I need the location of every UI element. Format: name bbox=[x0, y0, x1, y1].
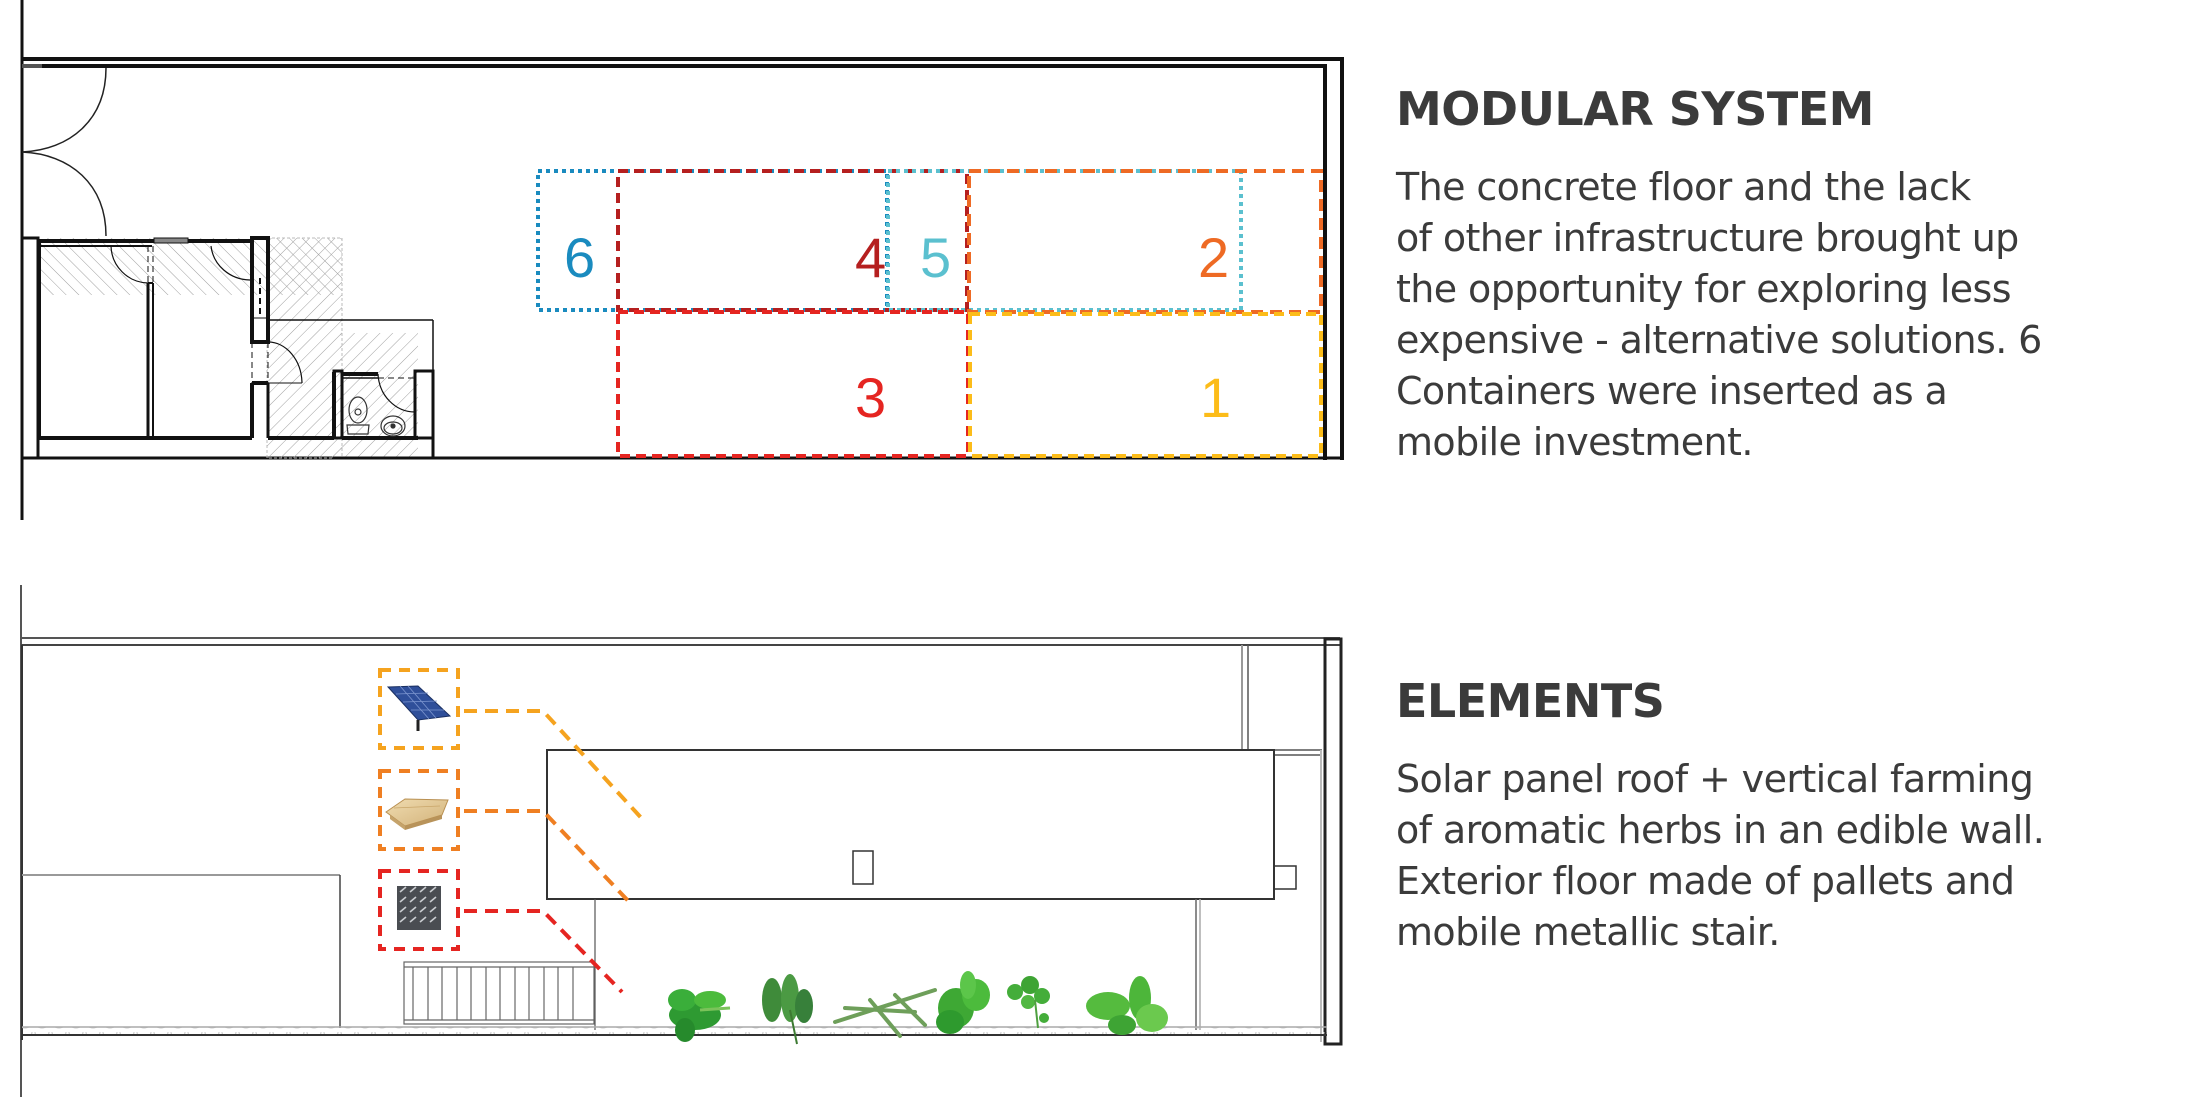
description-line: of other infrastructure brought up bbox=[1396, 216, 2019, 260]
description-line: expensive - alternative solutions. 6 bbox=[1396, 318, 2042, 362]
containers bbox=[536, 169, 1323, 458]
description-line: Containers were inserted as a bbox=[1396, 369, 1948, 413]
metal-plate-icon bbox=[397, 886, 441, 930]
service-block bbox=[20, 236, 435, 460]
arugula-icon bbox=[762, 974, 813, 1045]
elements-description: Solar panel roof + vertical farming of a… bbox=[1396, 754, 2186, 958]
container-label-1: 1 bbox=[1200, 366, 1231, 429]
description-line: Exterior floor made of pallets and bbox=[1396, 859, 2015, 903]
metallic-stair bbox=[403, 961, 595, 1025]
container-elevation bbox=[546, 749, 1275, 900]
container-label-4: 4 bbox=[855, 226, 886, 289]
container-label-5: 5 bbox=[920, 226, 951, 289]
modular-system-section: MODULAR SYSTEM The concrete floor and th… bbox=[1396, 86, 2176, 468]
container-labels: 6 4 5 2 3 1 bbox=[564, 226, 1231, 429]
container-4 bbox=[616, 169, 969, 312]
callout-solar-panel bbox=[378, 668, 647, 824]
description-line: of aromatic herbs in an edible wall. bbox=[1396, 808, 2045, 852]
container-label-6: 6 bbox=[564, 226, 595, 289]
description-line: mobile investment. bbox=[1396, 420, 1753, 464]
parsley-icon bbox=[668, 989, 731, 1042]
coriander-icon bbox=[1007, 976, 1050, 1029]
elevation bbox=[20, 585, 1343, 1097]
floor-plan: 6 4 5 2 3 1 bbox=[20, 0, 1344, 520]
section-title-modular-system: MODULAR SYSTEM bbox=[1396, 82, 1874, 136]
container-door bbox=[852, 850, 874, 885]
container-1 bbox=[968, 312, 1323, 458]
wooden-pallet-icon bbox=[385, 798, 449, 830]
callout-metal-plate bbox=[378, 869, 624, 994]
description-line: mobile metallic stair. bbox=[1396, 910, 1780, 954]
callout-pallet bbox=[378, 769, 635, 908]
description-line: the opportunity for exploring less bbox=[1396, 267, 2012, 311]
basil-icon bbox=[936, 971, 990, 1034]
modular-system-description: The concrete floor and the lack of other… bbox=[1396, 162, 2176, 468]
herbs-edible-wall bbox=[668, 971, 1168, 1045]
section-title-elements: ELEMENTS bbox=[1396, 674, 1665, 728]
rosemary-icon bbox=[833, 988, 937, 1038]
container-3 bbox=[616, 310, 970, 458]
description-line: The concrete floor and the lack bbox=[1396, 165, 1971, 209]
container-label-2: 2 bbox=[1198, 226, 1229, 289]
description-line: Solar panel roof + vertical farming bbox=[1396, 757, 2034, 801]
entrance-door-swing bbox=[21, 67, 107, 237]
solar-panel-icon bbox=[386, 685, 452, 731]
container-2 bbox=[967, 169, 1323, 314]
sink-icon bbox=[380, 415, 406, 437]
mint-icon bbox=[1086, 976, 1168, 1035]
toilet-icon bbox=[346, 396, 370, 435]
container-label-3: 3 bbox=[855, 366, 886, 429]
elements-section: ELEMENTS Solar panel roof + vertical far… bbox=[1396, 678, 2186, 958]
